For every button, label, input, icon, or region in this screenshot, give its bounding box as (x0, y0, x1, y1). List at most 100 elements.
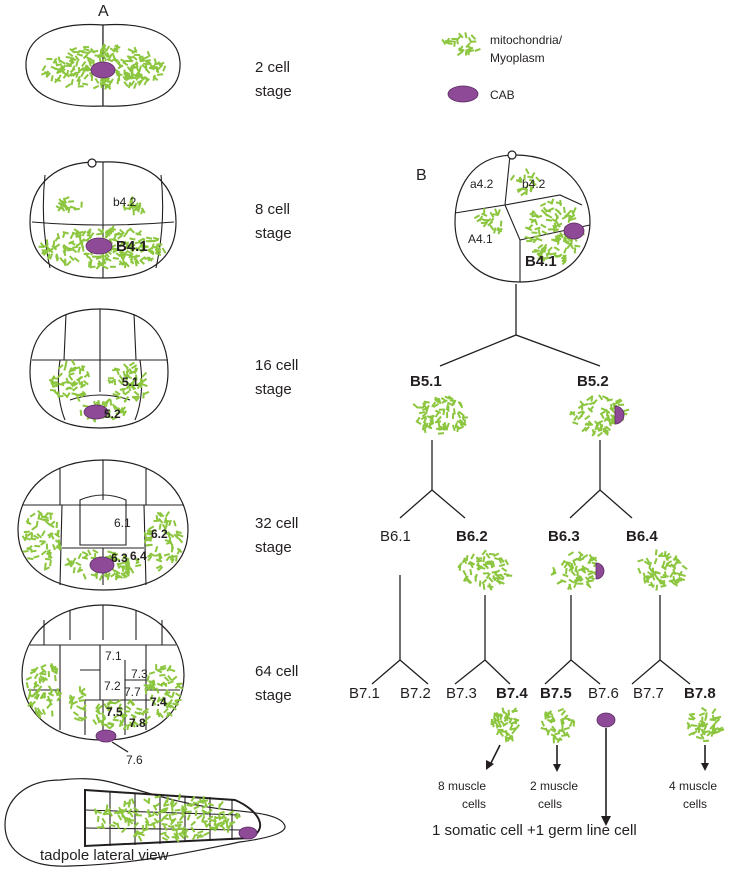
myoplasm-speck (72, 711, 79, 717)
myoplasm-speck (520, 191, 527, 197)
myoplasm-speck (466, 45, 473, 50)
myoplasm-speck (661, 560, 666, 567)
myoplasm-speck (43, 566, 50, 571)
myoplasm-speck (74, 55, 80, 62)
myoplasm-speck (132, 831, 138, 838)
myoplasm-speck (154, 795, 161, 799)
myoplasm-speck (119, 407, 124, 414)
myoplasm-speck (679, 573, 686, 577)
myoplasm-speck (123, 396, 129, 403)
myoplasm-speck (126, 808, 133, 815)
myoplasm-speck (168, 519, 172, 527)
myoplasm-speck (670, 564, 677, 570)
myoplasm-speck (213, 815, 217, 823)
myoplasm-speck (637, 567, 642, 574)
myoplasm-speck (511, 728, 517, 735)
myoplasm-speck (50, 75, 54, 82)
myoplasm-speck (39, 242, 46, 249)
label-6-4: 6.4 (130, 549, 147, 563)
myoplasm-speck (150, 243, 155, 250)
myoplasm-speck (41, 248, 47, 255)
myoplasm-speck (182, 833, 189, 839)
myoplasm-speck (584, 576, 591, 583)
myoplasm-speck (121, 377, 125, 384)
myoplasm-speck (54, 77, 60, 84)
stage-2-n: 2 cell (255, 59, 290, 76)
tadpole-label: tadpole lateral view (40, 847, 169, 864)
myoplasm-speck (119, 228, 125, 235)
myoplasm-speck (69, 702, 74, 710)
myoplasm-speck (476, 217, 483, 223)
myoplasm-speck (415, 420, 422, 426)
myoplasm-speck (177, 793, 182, 800)
myoplasm-speck (552, 224, 557, 232)
myoplasm-speck (33, 554, 40, 559)
label-7-8: 7.8 (129, 716, 146, 730)
myoplasm-speck (564, 561, 571, 565)
myoplasm-speck (171, 812, 178, 816)
myoplasm-speck (149, 821, 156, 827)
myoplasm-speck (158, 712, 164, 719)
myoplasm-speck (127, 801, 132, 808)
myoplasm-speck (464, 32, 468, 39)
myoplasm-speck (493, 227, 497, 234)
gen7-b7-7: B7.7 (633, 685, 664, 702)
myoplasm-speck (114, 699, 122, 705)
myoplasm-speck (584, 425, 590, 432)
myoplasm-speck (203, 831, 210, 837)
myoplasm-speck (135, 258, 140, 265)
myoplasm-speck (553, 222, 558, 229)
myoplasm-speck (177, 537, 184, 544)
myoplasm-speck (54, 243, 61, 249)
myoplasm-speck (618, 403, 625, 406)
myoplasm-speck (439, 425, 446, 431)
myoplasm-speck (547, 200, 554, 205)
myoplasm-speck (55, 63, 63, 67)
myoplasm-speck (148, 66, 155, 71)
myoplasm-speck (572, 421, 579, 425)
myoplasm-speck (129, 722, 136, 728)
myoplasm-speck (44, 562, 47, 569)
myoplasm-speck (495, 728, 501, 736)
myoplasm-speck (65, 377, 70, 384)
myoplasm-speck (146, 536, 154, 540)
myoplasm-speck (136, 72, 143, 76)
myoplasm-speck (95, 256, 102, 260)
myoplasm-speck (58, 382, 65, 387)
myoplasm-speck (577, 567, 584, 572)
myoplasm-speck (158, 517, 164, 524)
myoplasm-speck (159, 673, 166, 677)
myoplasm-speck (95, 703, 101, 710)
myoplasm-speck (584, 414, 591, 421)
myoplasm-speck (101, 715, 105, 723)
myoplasm-speck (38, 677, 41, 684)
pointer-7-6 (111, 741, 129, 753)
label-7-5: 7.5 (106, 705, 123, 719)
lineage-a4-1: A4.1 (468, 232, 493, 246)
myoplasm-speck (114, 68, 121, 74)
myoplasm-speck (175, 530, 179, 537)
myoplasm-speck (556, 222, 563, 228)
myoplasm-speck (495, 573, 502, 577)
myoplasm-speck (699, 720, 706, 725)
myoplasm-speck (40, 550, 47, 556)
myoplasm-speck (81, 230, 87, 237)
myoplasm-speck (179, 833, 185, 840)
fate-b7-6: 1 somatic cell +1 germ line cell (432, 822, 637, 839)
myoplasm-64cell-r (143, 664, 184, 719)
myoplasm-speck (429, 419, 433, 426)
myoplasm-speck (60, 64, 67, 70)
myoplasm-speck (83, 252, 90, 256)
myoplasm-speck (503, 715, 509, 723)
myoplasm-speck (434, 411, 440, 418)
myoplasm-speck (482, 572, 490, 575)
myoplasm-speck (164, 701, 169, 708)
myoplasm-speck (131, 65, 138, 69)
myoplasm-speck (90, 573, 97, 577)
myoplasm-speck (27, 701, 33, 707)
myoplasm-speck (220, 813, 226, 820)
myoplasm-speck (444, 39, 451, 45)
myoplasm-speck (711, 708, 717, 715)
myoplasm-speck (140, 245, 146, 252)
myoplasm-speck (135, 395, 141, 402)
